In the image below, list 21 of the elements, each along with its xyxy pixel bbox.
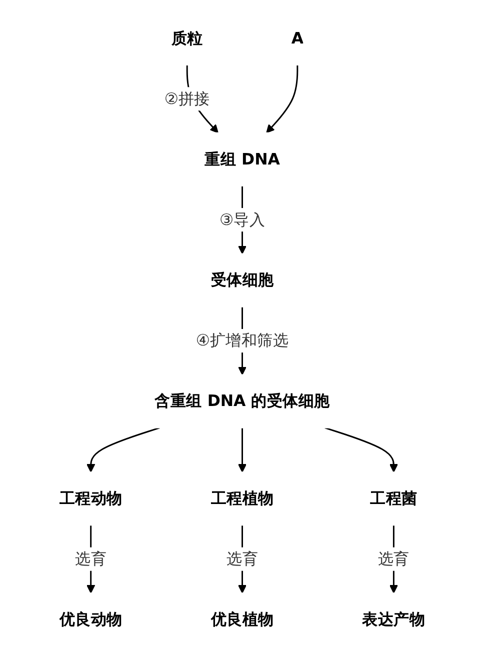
node-text: 表达产物: [362, 609, 425, 628]
node-text: 优良植物: [210, 609, 274, 628]
edge-label: ②拼接: [164, 88, 210, 108]
edge-label: 选育: [74, 548, 106, 568]
node-text: 工程菌: [370, 488, 418, 507]
arrow: [86, 426, 160, 472]
node-text: 优良动物: [59, 609, 122, 628]
arrow: [238, 427, 246, 472]
node-text: 工程植物: [210, 488, 274, 507]
node-text: 质粒: [171, 28, 203, 47]
edge-label: 选育: [226, 548, 258, 568]
arrow: [324, 426, 398, 472]
node-text: 工程动物: [59, 488, 122, 507]
node-text: A: [291, 28, 304, 47]
node-text: 含重组 DNA 的受体细胞: [154, 390, 330, 410]
edge-label: ④扩增和筛选: [196, 330, 288, 350]
node-text: 受体细胞: [210, 270, 274, 289]
edge-label: ③导入: [219, 210, 265, 228]
node-text: 重组 DNA: [204, 149, 280, 168]
arrow: [266, 64, 298, 133]
edge-label: 选育: [378, 548, 410, 568]
